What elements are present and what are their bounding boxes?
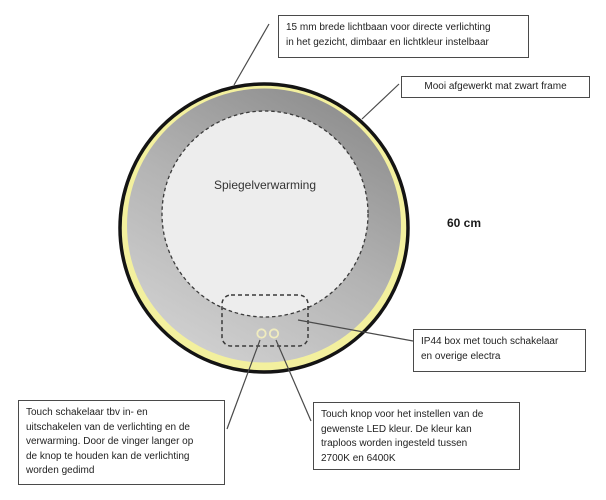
ip44-box-outline bbox=[221, 294, 309, 347]
diameter-label: 60 cm bbox=[447, 216, 482, 230]
heating-area-outline bbox=[161, 110, 369, 318]
callout-line-light-band bbox=[233, 23, 270, 86]
callout-line-led-color bbox=[275, 339, 312, 422]
callout-led-color: Touch knop voor het instellen van de gew… bbox=[313, 402, 520, 470]
callout-line-ip44 bbox=[297, 319, 414, 342]
mirror-heating-label: Spiegelverwarming bbox=[213, 178, 317, 192]
callout-light-band: 15 mm brede lichtbaan voor directe verli… bbox=[278, 15, 529, 58]
touch-power-button-icon bbox=[256, 328, 267, 339]
callout-line-frame bbox=[361, 83, 400, 120]
touch-color-button-icon bbox=[268, 328, 280, 339]
callout-ip44: IP44 box met touch schakelaar en overige… bbox=[413, 329, 586, 372]
callout-touch-switch: Touch schakelaar tbv in- en uitschakelen… bbox=[18, 400, 225, 485]
callout-frame: Mooi afgewerkt mat zwart frame bbox=[401, 76, 590, 98]
callout-line-touch-switch bbox=[226, 339, 261, 430]
